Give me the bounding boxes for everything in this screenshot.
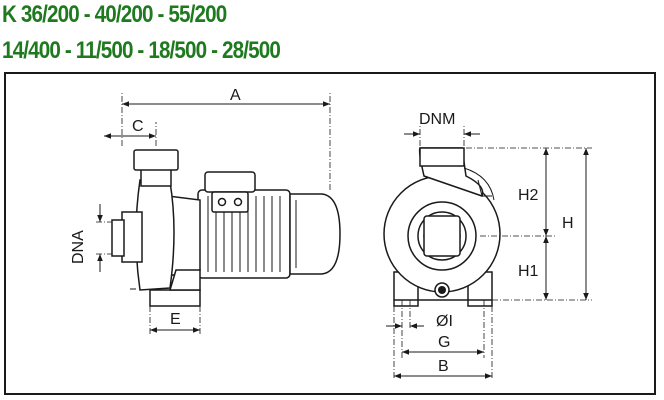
suction-port [111,219,125,257]
pump-foot [149,289,201,307]
dim-label-DNM: DNM [419,111,455,128]
delivery-port [133,149,179,171]
dim-label-G: G [438,334,450,351]
front-view: DNM H2 H1 H ØI G B [383,111,592,380]
dim-label-B: B [438,358,449,375]
dim-label-H1: H1 [518,263,539,280]
dim-label-DNA: DNA [70,230,87,264]
dim-label-C: C [132,118,144,135]
delivery-flange [419,147,465,167]
model-list-line-1: K 36/200 - 40/200 - 55/200 [2,1,227,28]
drawing-frame [4,72,656,395]
dim-label-H2: H2 [518,187,539,204]
suction-flange [121,211,143,263]
dim-label-I: ØI [436,313,453,330]
fan-cover [289,193,341,275]
dim-label-A: A [230,87,241,104]
model-list-line-2: 14/400 - 11/500 - 18/500 - 28/500 [2,37,281,64]
dim-label-H: H [562,215,574,232]
side-view: A C DNA E [70,87,341,334]
dim-label-E: E [170,311,181,328]
terminal-box [204,171,256,193]
